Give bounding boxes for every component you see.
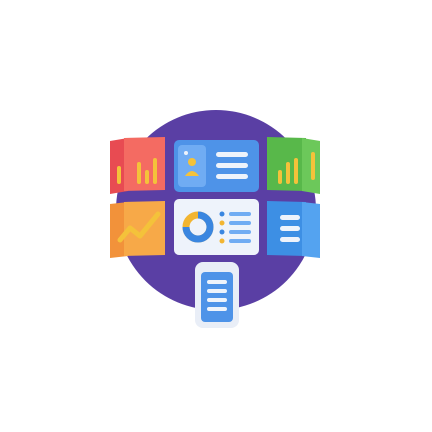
orange-trend-panel: [110, 201, 165, 258]
profile-panel: [174, 140, 259, 192]
legend-dots: [219, 211, 225, 244]
red-bar-chart-panel: [110, 137, 165, 194]
green-bar-chart-panel: [267, 137, 320, 194]
donut-chart-card: [174, 199, 259, 255]
legend-lines: [229, 212, 251, 243]
trend-line-icon: [117, 211, 161, 243]
user-avatar-icon: [188, 158, 196, 166]
bar-chart-icon: [117, 158, 157, 184]
donut-chart-icon: [182, 211, 214, 243]
list-lines-icon: [216, 152, 248, 179]
smartphone-icon: [195, 262, 239, 328]
user-avatar-icon: [185, 171, 199, 176]
list-lines-icon: [280, 215, 300, 242]
bar-chart-icon: [278, 152, 315, 184]
list-lines-icon: [207, 280, 227, 311]
blue-list-panel: [267, 201, 320, 258]
